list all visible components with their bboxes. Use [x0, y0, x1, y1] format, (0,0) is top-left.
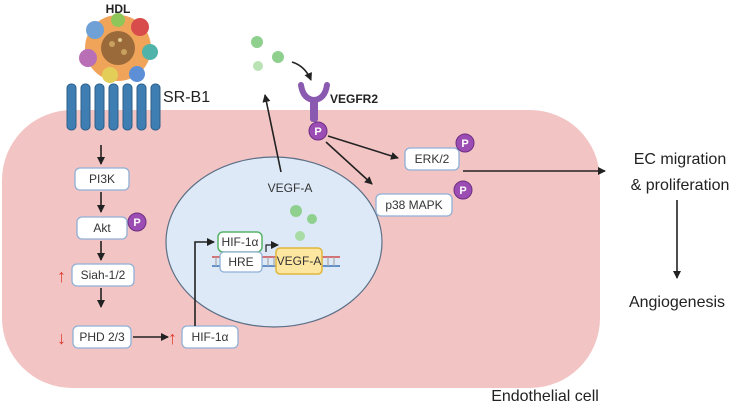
phd-box: PHD 2/3 — [72, 325, 132, 349]
binding-arrow — [291, 61, 312, 81]
erk-phospho: P — [455, 133, 475, 153]
akt-phospho: P — [127, 212, 147, 232]
p38-label: p38 MAPK — [385, 198, 442, 212]
pi3k-box: PI3K — [74, 167, 130, 191]
hif-cyto-label: HIF-1α — [192, 330, 229, 344]
vegfa-gene-label: VEGF-A — [277, 254, 322, 268]
vegf-dot — [253, 61, 263, 71]
hre-label: HRE — [228, 255, 253, 269]
vegf-dot — [272, 51, 284, 63]
erk-box: ERK/2 — [404, 147, 460, 171]
sr-b1-label: SR-B1 — [163, 89, 210, 106]
vegf-dot — [295, 231, 305, 241]
hif-nuclear-box: HIF-1α — [217, 231, 263, 253]
svg-text:P: P — [133, 217, 140, 229]
cell-label: Endothelial cell — [491, 388, 599, 405]
vegf-dot — [307, 214, 317, 224]
sr-b1-receptor — [66, 83, 161, 131]
phd-down-arrow: ↓ — [57, 328, 66, 348]
siah-box: Siah-1/2 — [71, 263, 135, 287]
phd-label: PHD 2/3 — [79, 330, 125, 344]
hif-cyto-box: HIF-1α — [181, 325, 239, 349]
siah-up-arrow: ↑ — [57, 266, 66, 286]
p38-phospho: P — [453, 180, 473, 200]
svg-text:P: P — [459, 185, 466, 197]
pi3k-label: PI3K — [89, 172, 115, 186]
vegf-dot — [290, 205, 302, 217]
vegf-dot — [251, 36, 263, 48]
vegfr2-receptor — [298, 82, 330, 122]
transcription-arrow — [265, 241, 279, 252]
p38-box: p38 MAPK — [375, 193, 453, 217]
akt-label: Akt — [93, 221, 111, 235]
angiogenesis-label: Angiogenesis — [629, 294, 725, 311]
vegfa-gene-box: VEGF-A — [275, 247, 323, 275]
outcome-line2: & proliferation — [631, 177, 730, 194]
hre-box: HRE — [219, 251, 263, 273]
siah-label: Siah-1/2 — [81, 268, 126, 282]
akt-box: Akt — [76, 216, 128, 240]
hdl-label: HDL — [106, 2, 131, 16]
svg-text:P: P — [314, 126, 321, 138]
vegfr2-label: VEGFR2 — [330, 92, 378, 106]
hif-up-arrow: ↑ — [168, 328, 177, 348]
vegfr2-phospho: P — [308, 121, 328, 141]
erk-label: ERK/2 — [415, 152, 450, 166]
hdl-particle — [79, 13, 158, 83]
vegfa-secreted-label: VEGF-A — [268, 181, 313, 195]
svg-text:P: P — [461, 138, 468, 150]
outcome-line1: EC migration — [634, 151, 726, 168]
hif-nuclear-label: HIF-1α — [222, 235, 259, 249]
